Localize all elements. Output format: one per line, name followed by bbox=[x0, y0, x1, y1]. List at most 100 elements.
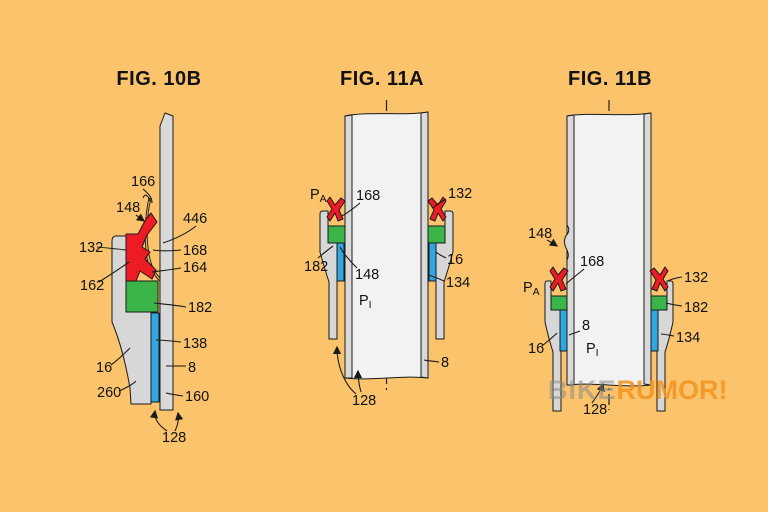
label-132-11a: 132 bbox=[448, 186, 472, 202]
label-138: 138 bbox=[183, 336, 207, 352]
leader-164 bbox=[151, 267, 182, 273]
leader-260 bbox=[118, 380, 137, 392]
figure-title-11a: FIG. 11A bbox=[340, 68, 424, 90]
leader-128-10b-left bbox=[149, 409, 168, 432]
leader-8-11a bbox=[423, 359, 440, 363]
figure-title-10b: FIG. 10B bbox=[116, 68, 201, 90]
label-148-11a: 148 bbox=[355, 267, 379, 283]
label-182-10b: 182 bbox=[188, 300, 212, 316]
label-166: 166 bbox=[131, 174, 155, 190]
seal-lip-tip-10b bbox=[142, 194, 151, 202]
label-134-11a: 134 bbox=[446, 275, 470, 291]
leader-16-11a bbox=[435, 251, 447, 259]
tube-wall-left-11a bbox=[344, 114, 353, 379]
label-128-11b: 128 bbox=[583, 402, 607, 418]
watermark: BIKERUMOR! bbox=[548, 375, 728, 405]
label-16-11a: 16 bbox=[447, 252, 463, 268]
pi-main-11b: P bbox=[586, 341, 596, 357]
label-pi-11b: PI bbox=[586, 341, 599, 359]
housing-10b bbox=[111, 235, 152, 405]
seal-red-right-11b bbox=[649, 266, 669, 292]
energizer-green-right-11b bbox=[650, 295, 668, 311]
leader-168-11a bbox=[341, 202, 361, 217]
bushing-blue-right-11b bbox=[650, 309, 659, 352]
pa-sub-11b: A bbox=[533, 286, 540, 298]
leader-134-11a bbox=[427, 274, 445, 282]
label-148: 148 bbox=[116, 200, 140, 216]
seal-red-10b bbox=[125, 212, 158, 282]
leader-138 bbox=[155, 339, 182, 343]
leader-162 bbox=[98, 261, 130, 283]
watermark-gray-text: BIKE bbox=[548, 375, 617, 405]
leader-182-10b bbox=[153, 302, 187, 308]
leader-148 bbox=[135, 213, 145, 222]
pa-main-11b: P bbox=[523, 280, 533, 296]
label-pa-11b: PA bbox=[523, 280, 540, 298]
energizer-green-right-11a bbox=[427, 225, 446, 244]
label-128-11a: 128 bbox=[352, 393, 376, 409]
label-132-11b: 132 bbox=[684, 270, 708, 286]
label-pa-11a: PA bbox=[310, 187, 327, 205]
watermark-orange-text: RUMOR! bbox=[617, 375, 728, 405]
label-8-10b: 8 bbox=[188, 360, 196, 376]
pi-sub-11a: I bbox=[369, 299, 372, 311]
leader-128-10b-right bbox=[174, 411, 184, 432]
leader-132 bbox=[96, 246, 127, 251]
label-162: 162 bbox=[80, 278, 104, 294]
fig-10b: FIG. 10B 166 148 446 132 168 164 162 182… bbox=[79, 68, 212, 446]
leader-128-11a-center bbox=[353, 369, 363, 393]
tube-wall-right-11a bbox=[420, 111, 429, 379]
label-260: 260 bbox=[97, 385, 121, 401]
label-8-11a: 8 bbox=[441, 355, 449, 371]
label-128-10b: 128 bbox=[162, 430, 186, 446]
leader-128-11a-left bbox=[332, 345, 357, 395]
leader-168-10b bbox=[152, 249, 182, 252]
bushing-blue-right-11a bbox=[428, 242, 437, 282]
leader-148-11a bbox=[339, 246, 358, 269]
leader-134-11b bbox=[660, 333, 675, 337]
housing-right-11b bbox=[656, 280, 674, 412]
energizer-green-left-11a bbox=[327, 225, 346, 244]
label-446: 446 bbox=[183, 211, 207, 227]
label-182-11b: 182 bbox=[684, 300, 708, 316]
bushing-blue-left-11b bbox=[559, 309, 568, 352]
figure-title-11b: FIG. 11B bbox=[568, 68, 652, 90]
label-16-10b: 16 bbox=[96, 360, 112, 376]
energizer-green-left-11b bbox=[550, 295, 568, 311]
seal-red-left-11a bbox=[326, 196, 346, 222]
leader-166 bbox=[142, 188, 153, 204]
label-8-11b: 8 bbox=[582, 318, 590, 334]
label-132: 132 bbox=[79, 240, 103, 256]
label-160: 160 bbox=[185, 389, 209, 405]
leader-182-11b bbox=[665, 302, 683, 307]
tube-11b bbox=[566, 112, 652, 387]
leader-16-10b bbox=[110, 347, 131, 366]
bushing-blue-10b bbox=[150, 312, 160, 403]
leader-148-11b bbox=[546, 238, 559, 247]
leader-160 bbox=[165, 392, 184, 397]
leader-132-11a bbox=[432, 198, 447, 209]
label-168-10b: 168 bbox=[183, 243, 207, 259]
label-168-11a: 168 bbox=[356, 188, 380, 204]
pa-main-11a: P bbox=[310, 187, 320, 203]
leader-8-11b bbox=[568, 330, 581, 336]
seal-red-left-11b bbox=[549, 266, 569, 292]
leader-128-11b bbox=[591, 382, 605, 404]
energizer-green-10b bbox=[125, 280, 159, 313]
leader-182-11a bbox=[317, 245, 334, 259]
fig-11b: FIG. 11B 148 168 PA 132 182 8 134 16 bbox=[523, 68, 708, 418]
label-pi-11a: PI bbox=[359, 293, 372, 311]
tube-wall-left-11b bbox=[563, 114, 575, 386]
leader-168-11b bbox=[565, 268, 585, 285]
label-148-11b: 148 bbox=[528, 226, 552, 242]
label-134-11b: 134 bbox=[676, 330, 700, 346]
leader-16-11b bbox=[541, 332, 558, 347]
tube-10b bbox=[159, 112, 174, 411]
label-182-11a: 182 bbox=[304, 259, 328, 275]
pi-sub-11b: I bbox=[596, 347, 599, 359]
fig-11a: FIG. 11A PA 168 132 182 148 16 134 PI 8 bbox=[304, 68, 472, 409]
bushing-blue-left-11a bbox=[336, 242, 345, 282]
pi-main-11a: P bbox=[359, 293, 369, 309]
